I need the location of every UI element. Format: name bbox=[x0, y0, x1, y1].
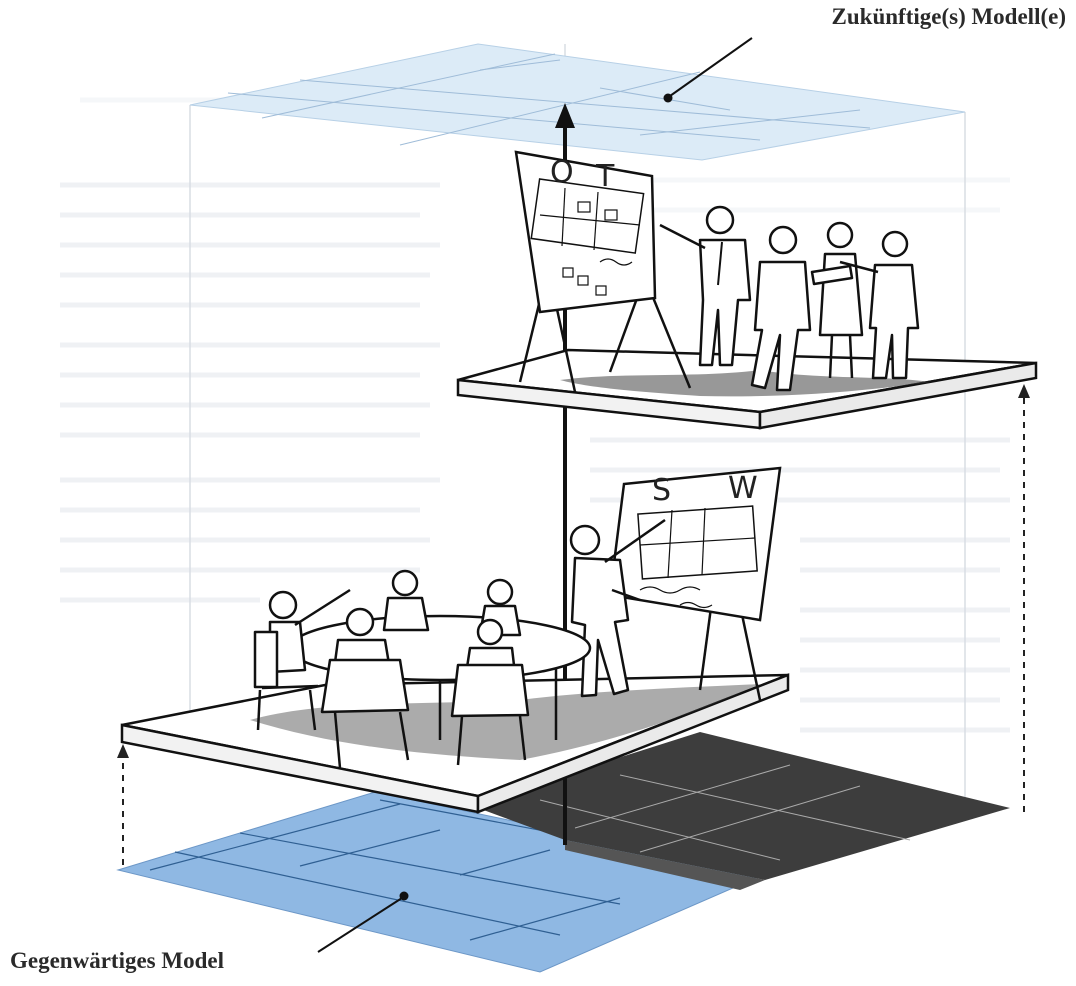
lower-platform bbox=[120, 673, 790, 814]
arrow-head-left bbox=[117, 744, 129, 758]
seated-team-figures bbox=[253, 569, 530, 769]
arrow-head-right bbox=[1018, 384, 1030, 398]
current-label-leader bbox=[317, 897, 403, 953]
dark-plane-grid bbox=[539, 764, 911, 861]
current-board-letter-1: S bbox=[652, 473, 671, 508]
current-label-dot bbox=[399, 891, 409, 901]
future-board-letter-2: T bbox=[595, 159, 615, 194]
current-presenter-figure bbox=[569, 518, 666, 698]
future-board-letter-1: O bbox=[550, 155, 574, 190]
future-label-dot bbox=[663, 93, 673, 103]
dashed-arrows bbox=[122, 395, 1025, 865]
future-flipchart bbox=[514, 150, 692, 393]
future-model-label: Zukünftige(s) Modell(e) bbox=[831, 4, 1066, 29]
dark-plane-edge bbox=[565, 840, 765, 890]
current-model-label: Gegenwärtiges Model bbox=[10, 948, 224, 973]
dark-plane bbox=[470, 732, 1010, 880]
current-board-letter-2: W bbox=[728, 471, 758, 506]
central-arrow-head bbox=[555, 103, 575, 128]
future-team-figures bbox=[659, 205, 920, 392]
current-plane-grid bbox=[149, 799, 646, 941]
future-plane-grid bbox=[227, 53, 871, 146]
upper-platform bbox=[456, 348, 1038, 430]
future-label-leader bbox=[669, 37, 753, 97]
current-flipchart bbox=[608, 466, 782, 701]
